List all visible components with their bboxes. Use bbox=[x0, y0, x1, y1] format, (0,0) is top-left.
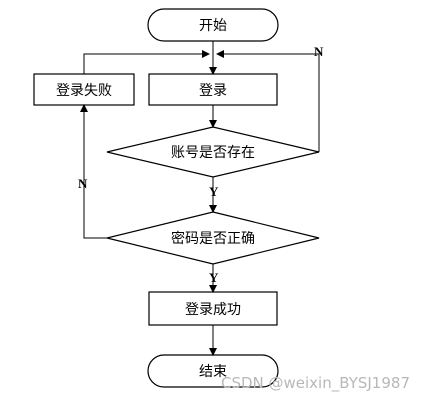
start-node: 开始 bbox=[147, 8, 279, 42]
login-label: 登录 bbox=[199, 83, 227, 99]
edge-fail-to-merge bbox=[83, 50, 210, 74]
start-label: 开始 bbox=[199, 18, 227, 34]
end-label: 结束 bbox=[199, 364, 227, 380]
edge-account-no-loop bbox=[216, 50, 320, 152]
login-success-label: 登录成功 bbox=[185, 302, 241, 318]
watermark-text: CSDN @weixin_BYSJ1987 bbox=[221, 374, 410, 393]
password-yes-label: Y bbox=[209, 270, 219, 285]
check-password-decision: 密码是否正确 bbox=[106, 211, 320, 265]
login-fail-node: 登录失败 bbox=[33, 73, 135, 106]
check-account-label: 账号是否存在 bbox=[171, 145, 255, 161]
account-no-label: N bbox=[314, 44, 324, 59]
account-yes-label: Y bbox=[209, 184, 219, 199]
password-no-label: N bbox=[78, 176, 88, 191]
end-node: 结束 bbox=[147, 354, 279, 388]
login-node: 登录 bbox=[148, 73, 278, 106]
check-account-decision: 账号是否存在 bbox=[106, 126, 320, 178]
login-fail-label: 登录失败 bbox=[56, 83, 112, 99]
check-password-label: 密码是否正确 bbox=[171, 230, 255, 247]
login-success-node: 登录成功 bbox=[148, 291, 278, 326]
edge-password-no-to-fail bbox=[80, 104, 107, 239]
